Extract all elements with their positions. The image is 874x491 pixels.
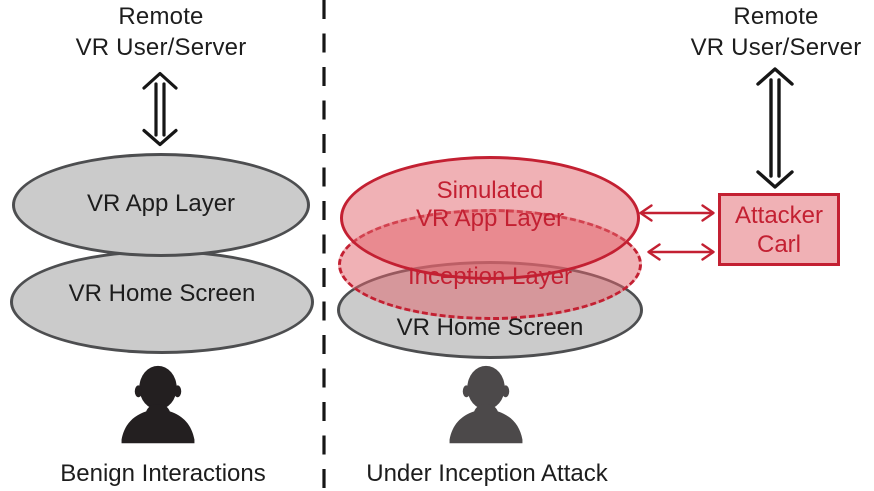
vertical-double-arrow-icon-right xyxy=(756,67,794,189)
vr-home-screen-label-attack: VR Home Screen xyxy=(396,314,584,341)
remote-endpoint-line2: VR User/Server xyxy=(690,34,862,61)
vr-app-layer-ellipse xyxy=(12,153,310,257)
vr-home-screen-label-left: VR Home Screen xyxy=(68,280,256,307)
simulated-layer-line1: Simulated xyxy=(436,177,544,204)
attacker-carl-box: Attacker Carl xyxy=(718,193,840,266)
vertical-double-arrow-icon-left xyxy=(142,71,178,147)
remote-endpoint-line1: Remote xyxy=(733,3,819,30)
attacker-line1: Attacker xyxy=(734,201,824,229)
inception-layer-label: Inception Layer xyxy=(407,263,573,290)
user-silhouette-icon-attack xyxy=(449,365,523,444)
simulated-vr-app-layer-label: Simulated VR App Layer xyxy=(360,177,620,233)
attacker-line2: Carl xyxy=(756,230,801,258)
remote-endpoint-label-right: Remote VR User/Server xyxy=(645,1,874,63)
scene-divider-dashed-line xyxy=(322,0,326,491)
caption-benign-interactions: Benign Interactions xyxy=(60,460,266,487)
attack-channel-arrow-top-icon xyxy=(639,204,715,222)
remote-endpoint-line2: VR User/Server xyxy=(75,34,247,61)
caption-under-inception-attack: Under Inception Attack xyxy=(366,460,608,487)
remote-endpoint-label-left: Remote VR User/Server xyxy=(30,1,292,63)
remote-endpoint-line1: Remote xyxy=(118,3,204,30)
attack-channel-arrow-bottom-icon xyxy=(647,243,715,261)
simulated-layer-line2: VR App Layer xyxy=(415,205,565,232)
user-silhouette-icon-benign xyxy=(121,365,195,444)
vr-app-layer-label: VR App Layer xyxy=(86,190,236,217)
simulated-vr-app-layer-ellipse xyxy=(340,156,640,280)
vr-home-screen-ellipse-left xyxy=(10,250,314,354)
